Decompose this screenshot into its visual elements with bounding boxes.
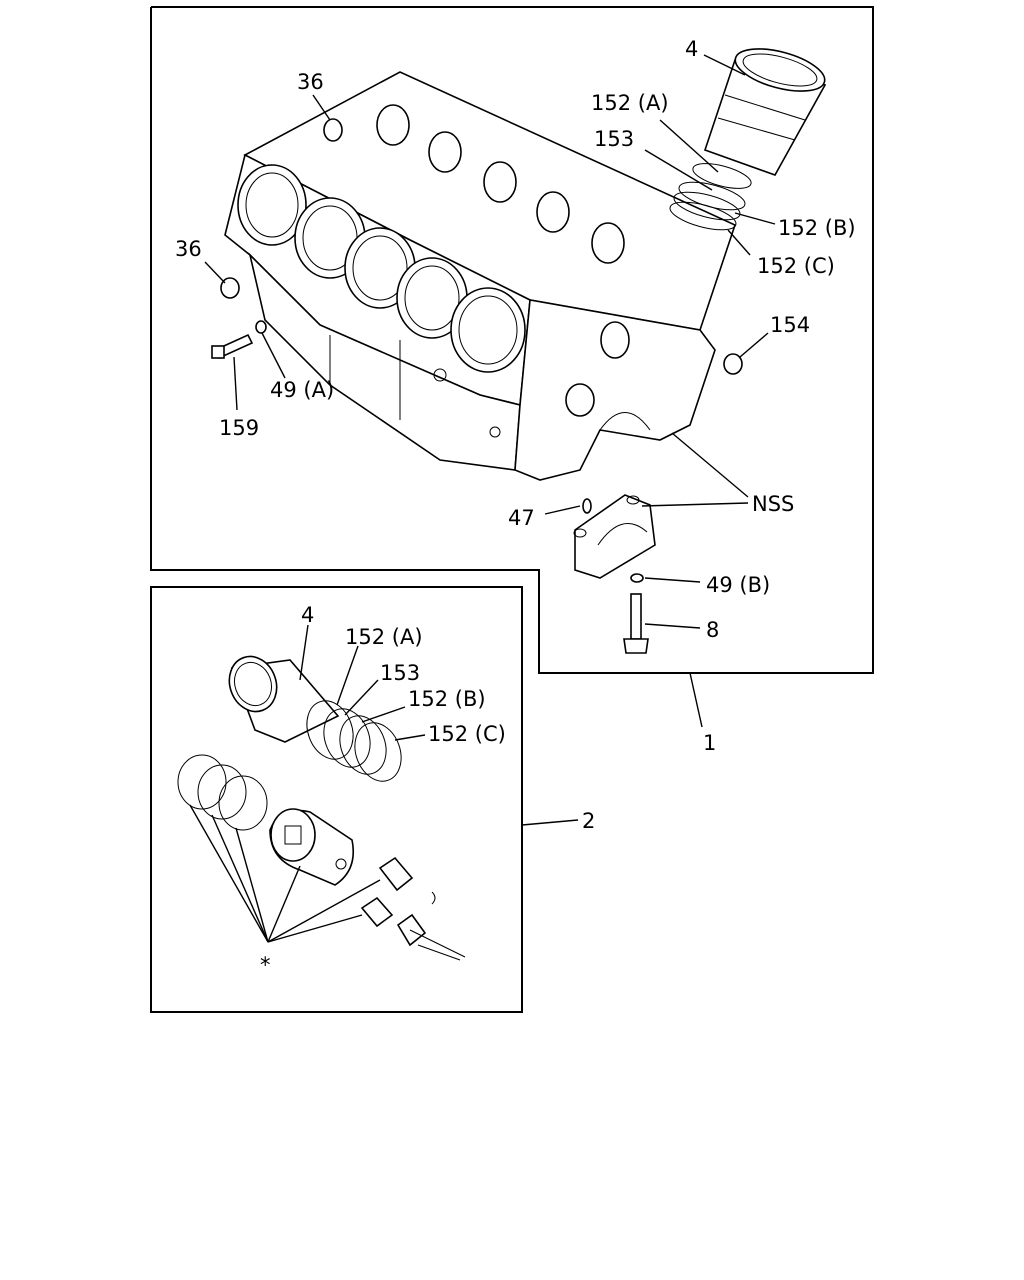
plug-154 bbox=[723, 353, 743, 375]
callout-152c-top: 152 (C) bbox=[757, 254, 835, 278]
cylinder-liner-drawing bbox=[703, 48, 827, 176]
callout-152b-bottom: 152 (B) bbox=[408, 687, 486, 711]
callout-152a-top: 152 (A) bbox=[591, 91, 669, 115]
bolt-8 bbox=[623, 593, 649, 654]
liner-bottom-drawing bbox=[228, 655, 340, 743]
lower-frame bbox=[150, 586, 523, 1013]
piston-drawing bbox=[269, 808, 354, 886]
piston-pin-drawing bbox=[360, 856, 466, 961]
washer-49b bbox=[630, 573, 644, 583]
plug-36-top bbox=[323, 118, 343, 142]
callout-8: 8 bbox=[706, 618, 719, 642]
callout-nss: NSS bbox=[752, 492, 794, 516]
callout-36-left: 36 bbox=[175, 237, 202, 261]
callout-153-top: 153 bbox=[594, 127, 634, 151]
callout-154: 154 bbox=[770, 313, 810, 337]
callout-1: 1 bbox=[703, 731, 716, 755]
callout-49a: 49 (A) bbox=[270, 378, 334, 402]
plug-36-left bbox=[220, 277, 240, 299]
callout-152b-top: 152 (B) bbox=[778, 216, 856, 240]
piston-rings bbox=[177, 754, 268, 831]
seal-rings-bottom bbox=[306, 700, 402, 782]
bolt-159 bbox=[211, 333, 254, 360]
callout-4-top: 4 bbox=[685, 37, 698, 61]
pin-47 bbox=[582, 498, 592, 514]
leader-lines bbox=[189, 54, 776, 943]
callout-159: 159 bbox=[219, 416, 259, 440]
callout-153-bottom: 153 bbox=[380, 661, 420, 685]
upper-frame bbox=[150, 6, 874, 674]
callout-152c-bottom: 152 (C) bbox=[428, 722, 506, 746]
callout-4-bottom: 4 bbox=[301, 603, 314, 627]
callout-49b: 49 (B) bbox=[706, 573, 770, 597]
callout-47: 47 bbox=[508, 506, 535, 530]
callout-36-top: 36 bbox=[297, 70, 324, 94]
cylinder-block-drawing bbox=[224, 71, 736, 481]
callout-2: 2 bbox=[582, 809, 595, 833]
bearing-cap-drawing bbox=[573, 494, 656, 579]
callout-asterisk: * bbox=[260, 953, 271, 977]
callout-152a-bottom: 152 (A) bbox=[345, 625, 423, 649]
washer-49a bbox=[255, 320, 267, 334]
